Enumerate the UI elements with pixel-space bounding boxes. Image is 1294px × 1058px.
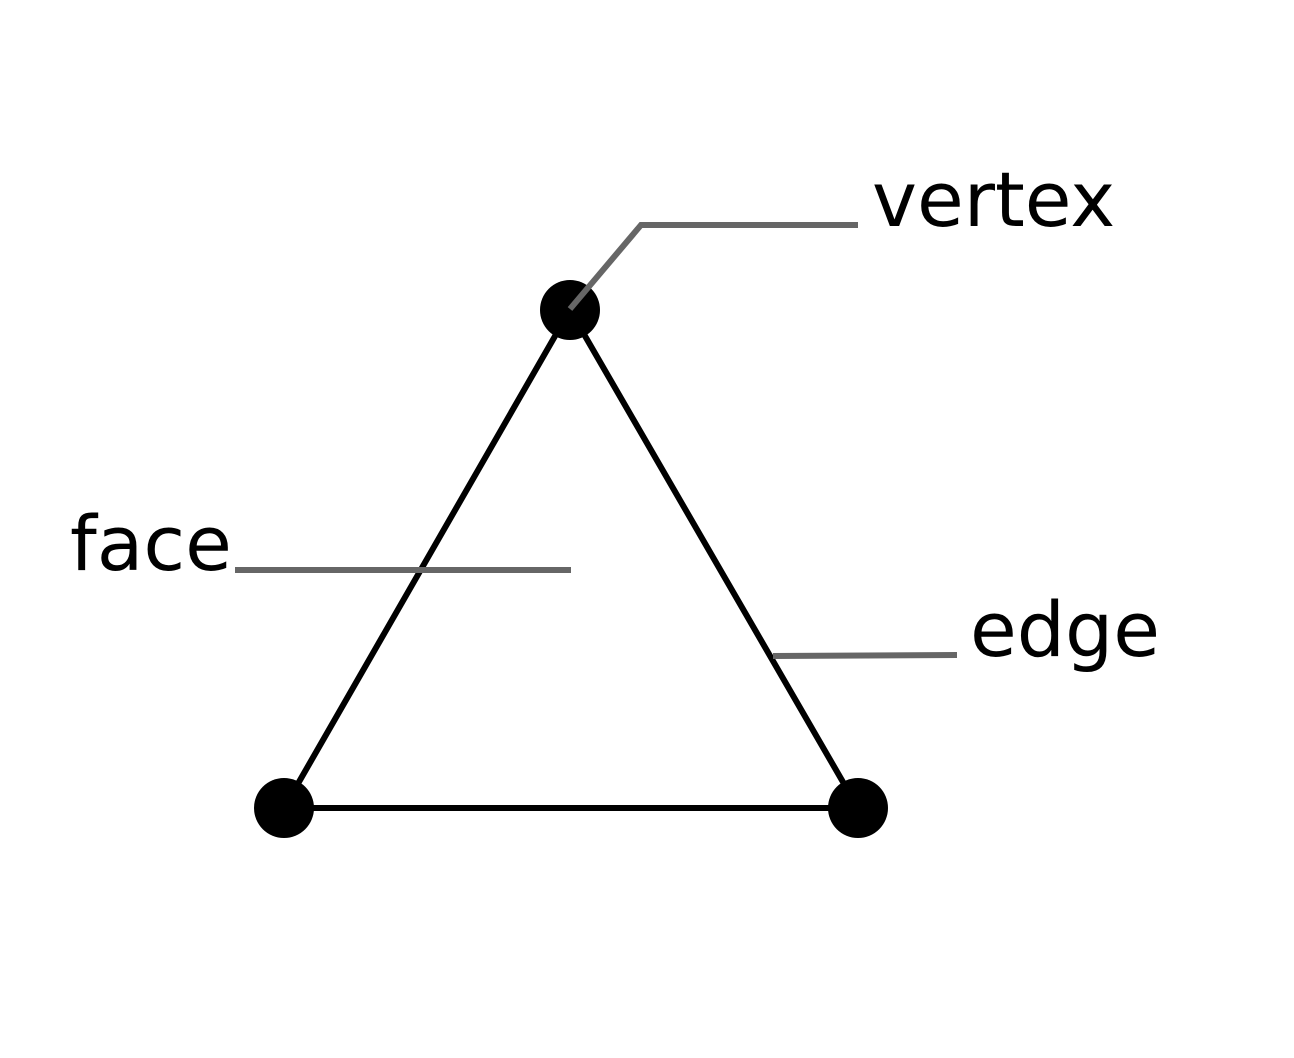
edge-right (567, 307, 861, 811)
vertex-leader-line (567, 222, 858, 311)
vertex-bottom-left (254, 778, 314, 838)
leader-lines (235, 222, 958, 659)
edge-leader-line (772, 652, 958, 659)
edge-label: edge (970, 585, 1160, 674)
edge-left (281, 307, 573, 811)
face-label: face (70, 499, 232, 588)
triangle (281, 307, 861, 811)
vertices (254, 280, 888, 838)
vertex-bottom-right (828, 778, 888, 838)
vertex-top (540, 280, 600, 340)
vertex-label: vertex (872, 155, 1115, 244)
